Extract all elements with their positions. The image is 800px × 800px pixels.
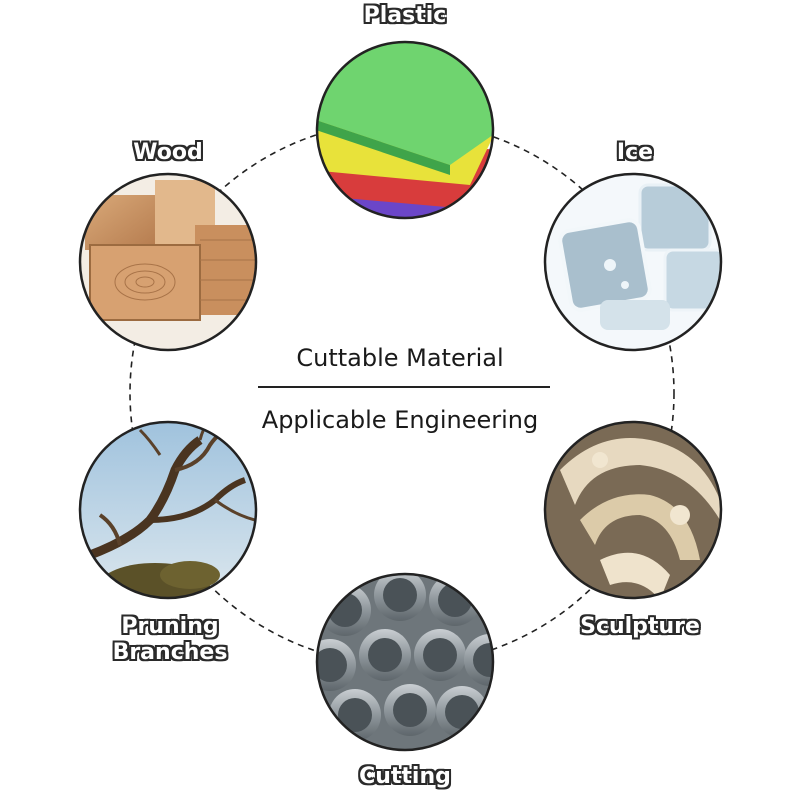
- node-ice-image: [545, 174, 721, 350]
- label-wood: Wood: [133, 140, 203, 165]
- node-wood-image: [80, 174, 256, 350]
- node-sculpture-image: [545, 422, 721, 598]
- center-title: Cuttable Material: [296, 344, 504, 372]
- label-ice: Ice: [616, 140, 654, 165]
- node-pruning-image: [80, 422, 256, 598]
- center-subtitle: Applicable Engineering: [261, 406, 539, 434]
- label-pruning: Pruning Branches: [112, 614, 228, 665]
- label-cutting: Cutting: [359, 764, 451, 789]
- label-sculpture: Sculpture: [580, 614, 700, 639]
- center-divider: [258, 386, 550, 388]
- node-cutting-image: [317, 574, 493, 750]
- label-plastic: Plastic: [363, 3, 447, 28]
- node-plastic-image: [317, 42, 493, 218]
